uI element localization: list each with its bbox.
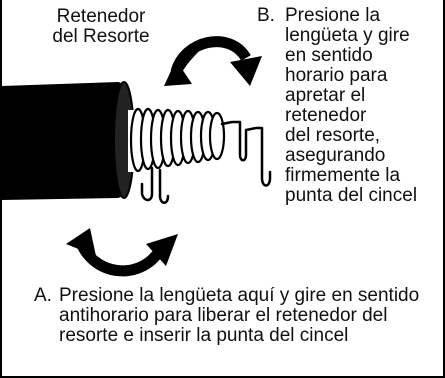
step-a-marker: A. (34, 285, 52, 306)
spring-coils (128, 107, 226, 173)
spring-tab-hooks (140, 120, 272, 204)
clockwise-arrow-icon (164, 36, 262, 86)
chisel-shank (2, 81, 135, 200)
step-a-instruction: Presione la lengüeta aquí y gire en sent… (59, 285, 420, 346)
step-b-instruction: Presione la lengüeta y gire en sentido h… (285, 5, 418, 206)
spring-retainer-label: Retenedor del Resorte (52, 6, 150, 47)
counterclockwise-arrow-icon (66, 228, 178, 277)
step-b-marker: B. (257, 5, 275, 26)
